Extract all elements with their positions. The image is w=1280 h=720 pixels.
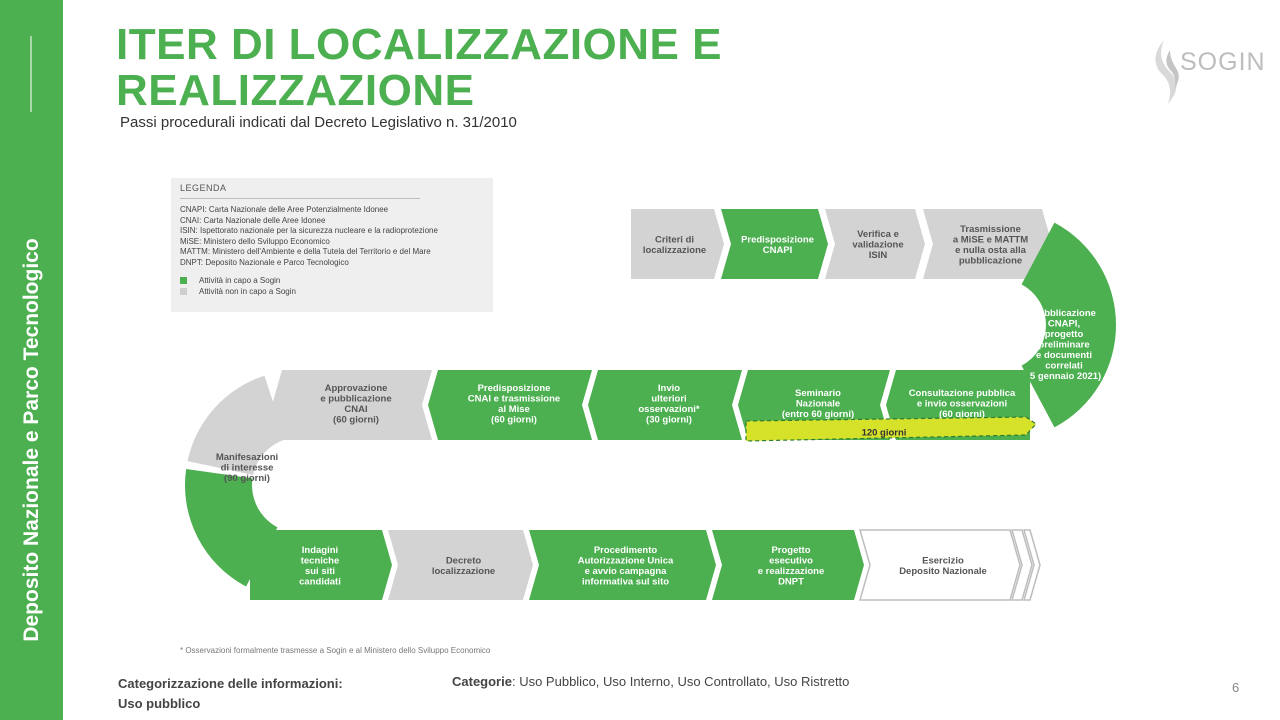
legend-definition: DNPT: Deposito Nazionale e Parco Tecnolo… [180, 257, 349, 267]
sidebar: Deposito Nazionale e Parco Tecnologico [0, 0, 63, 720]
legend-title: LEGENDA [180, 183, 227, 193]
step-chevron [923, 209, 1052, 279]
classification-value: Uso pubblico [118, 696, 201, 711]
step-chevron [631, 209, 724, 279]
end-chevron [1011, 529, 1033, 601]
step-chevron [825, 209, 925, 279]
step-chevron [859, 529, 1021, 601]
step-chevron [712, 530, 864, 600]
curve-segment-left-top [187, 375, 286, 476]
step-chevron [272, 370, 432, 440]
green-swatch [180, 277, 187, 284]
legend-divider [180, 198, 420, 199]
logo-text: SOGIN [1180, 48, 1266, 76]
legend-definition: CNAPI: Carta Nazionale delle Aree Potenz… [180, 205, 389, 214]
categories-title: Categorie [452, 674, 512, 689]
legend: LEGENDA CNAPI: Carta Nazionale delle Are… [171, 178, 493, 312]
legend-key-non-sogin: Attività non in capo a Sogin [180, 286, 484, 297]
legend-definition: CNAI: Carta Nazionale delle Aree Idonee [180, 215, 326, 225]
gray-swatch [180, 288, 187, 295]
legend-definition: ISIN: Ispettorato nazionale per la sicur… [180, 226, 438, 235]
legend-key-label: Attività non in capo a Sogin [199, 287, 296, 296]
classification-title: Categorizzazione delle informazioni [118, 676, 339, 691]
step-chevron [588, 370, 742, 440]
step-chevron [529, 530, 716, 600]
footnote: * Osservazioni formalmente trasmesse a S… [180, 646, 491, 655]
categories-value: Uso Pubblico, Uso Interno, Uso Controlla… [519, 674, 850, 689]
categories-list: Categorie: Uso Pubblico, Uso Interno, Us… [452, 674, 850, 689]
flame-icon [1155, 40, 1179, 104]
step-chevron [721, 209, 828, 279]
step-chevron [428, 370, 592, 440]
legend-definition: MiSE: Ministero dello Sviluppo Economico [180, 236, 330, 246]
legend-key-sogin: Attività in capo a Sogin [180, 275, 484, 286]
bracket-label: 120 giorni [862, 428, 907, 439]
page-number: 6 [1232, 680, 1240, 695]
page-title: ITER DI LOCALIZZAZIONE E REALIZZAZIONE [116, 20, 722, 115]
curve-segment-right [1021, 222, 1116, 428]
classification-label: Categorizzazione delle informazioni: Uso… [118, 674, 343, 714]
step-chevron [388, 530, 533, 600]
page-subtitle: Passi procedurali indicati dal Decreto L… [120, 114, 517, 131]
sogin-logo: SOGIN [1150, 38, 1265, 106]
legend-definition: MATTM: Ministero dell'Ambiente e della T… [180, 247, 431, 256]
end-chevron [1023, 529, 1041, 601]
legend-key-label: Attività in capo a Sogin [199, 276, 281, 285]
duration-bracket [745, 416, 1037, 442]
step-chevron [250, 530, 392, 600]
sidebar-divider [30, 36, 32, 112]
